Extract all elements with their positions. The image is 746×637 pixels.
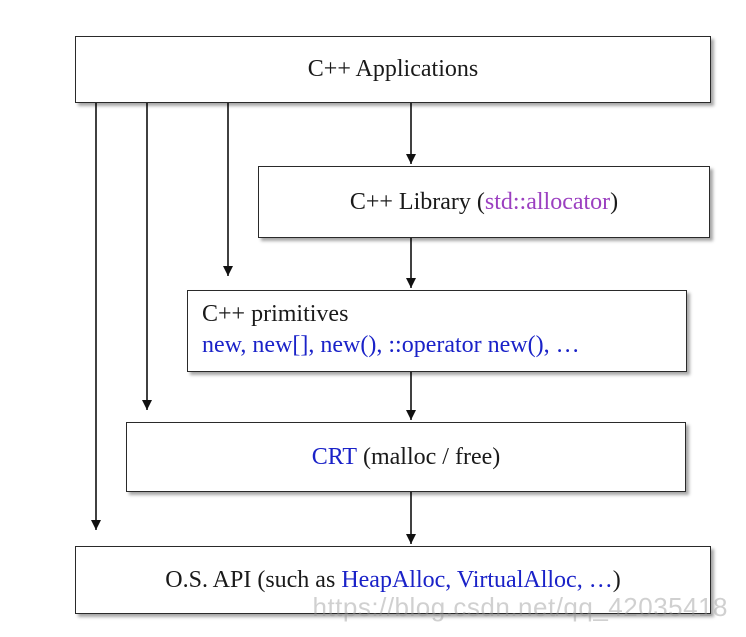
box-cpp-applications: C++ Applications (75, 36, 711, 103)
box-os-api: O.S. API (such as HeapAlloc, VirtualAllo… (75, 546, 711, 614)
library-suffix: ) (610, 188, 619, 215)
os-api-functions: HeapAlloc, VirtualAlloc, … (341, 566, 613, 593)
primitives-title: C++ primitives (202, 301, 349, 327)
os-api-suffix: ) (612, 566, 621, 593)
box-cpp-library: C++ Library (std::allocator) (258, 166, 710, 238)
watermark: https://blog.csdn.net/qq_42035418 (312, 592, 728, 622)
box-crt: CRT (malloc / free) (126, 422, 686, 492)
crt-detail: (malloc / free) (356, 443, 501, 470)
library-allocator: std::allocator (484, 188, 611, 215)
applications-label: C++ Applications (307, 56, 479, 82)
box-cpp-primitives: C++ primitives new, new[], new(), ::oper… (187, 290, 687, 372)
crt-label: CRT (311, 443, 357, 470)
os-api-prefix: O.S. API (such as (165, 566, 342, 593)
library-prefix: C++ Library ( (349, 188, 485, 215)
primitives-items: new, new[], new(), ::operator new(), … (202, 332, 580, 358)
